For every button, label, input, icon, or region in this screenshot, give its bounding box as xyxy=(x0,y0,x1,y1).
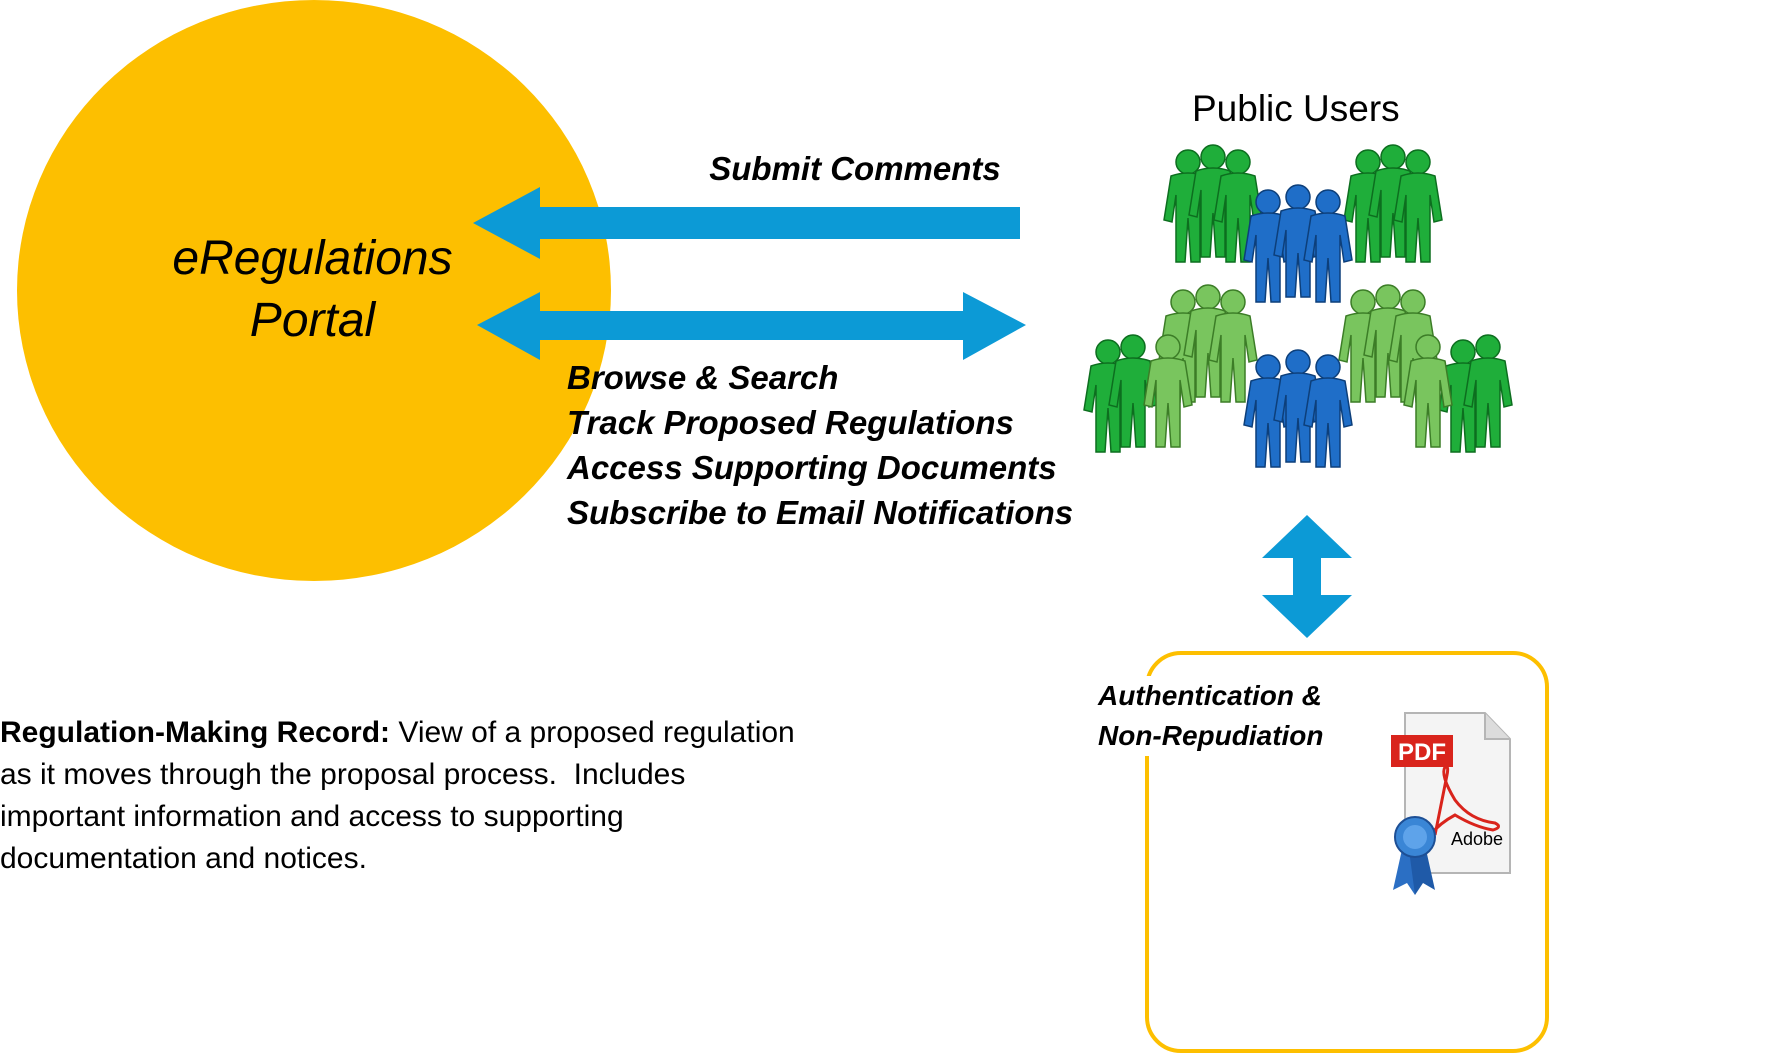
record-line1: Regulation-Making Record: View of a prop… xyxy=(0,712,900,754)
portal-title: eRegulations Portal xyxy=(140,228,485,352)
record-line3: important information and access to supp… xyxy=(0,800,624,833)
actions-list: Browse & Search Track Proposed Regulatio… xyxy=(567,355,1073,535)
submit-comments-label: Submit Comments xyxy=(709,150,1001,187)
record-line4: documentation and notices. xyxy=(0,842,367,875)
submit-comments-arrow xyxy=(473,187,1020,259)
record-line1-rest: View of a proposed regulation xyxy=(390,716,795,749)
vertical-double-arrow xyxy=(1262,515,1352,638)
public-users-label: Public Users xyxy=(1192,88,1400,129)
bidirectional-arrow xyxy=(477,292,1026,360)
authentication-label: Authentication & Non-Repudiation xyxy=(1098,676,1332,756)
auth-label-line1: Authentication & xyxy=(1098,680,1322,711)
regulation-record-description: Regulation-Making Record: View of a prop… xyxy=(0,712,900,880)
action-access-documents: Access Supporting Documents xyxy=(567,449,1057,486)
action-subscribe-email: Subscribe to Email Notifications xyxy=(567,494,1074,531)
ribbon-seal-icon xyxy=(1393,816,1436,895)
people-group-icon xyxy=(1083,144,1513,468)
portal-title-line1: eRegulations xyxy=(172,232,453,285)
portal-title-line2: Portal xyxy=(249,294,376,347)
auth-label-line2: Non-Repudiation xyxy=(1098,720,1324,751)
portal-circle xyxy=(17,0,611,581)
pdf-badge-text: PDF xyxy=(1398,739,1446,766)
pdf-document-icon: PDF Adobe xyxy=(1391,712,1511,895)
record-line2: as it moves through the proposal process… xyxy=(0,758,686,791)
action-track-proposed: Track Proposed Regulations xyxy=(567,404,1014,441)
action-browse-search: Browse & Search xyxy=(567,359,839,396)
record-heading: Regulation-Making Record: xyxy=(0,716,391,749)
pdf-brand-text: Adobe xyxy=(1451,829,1503,849)
